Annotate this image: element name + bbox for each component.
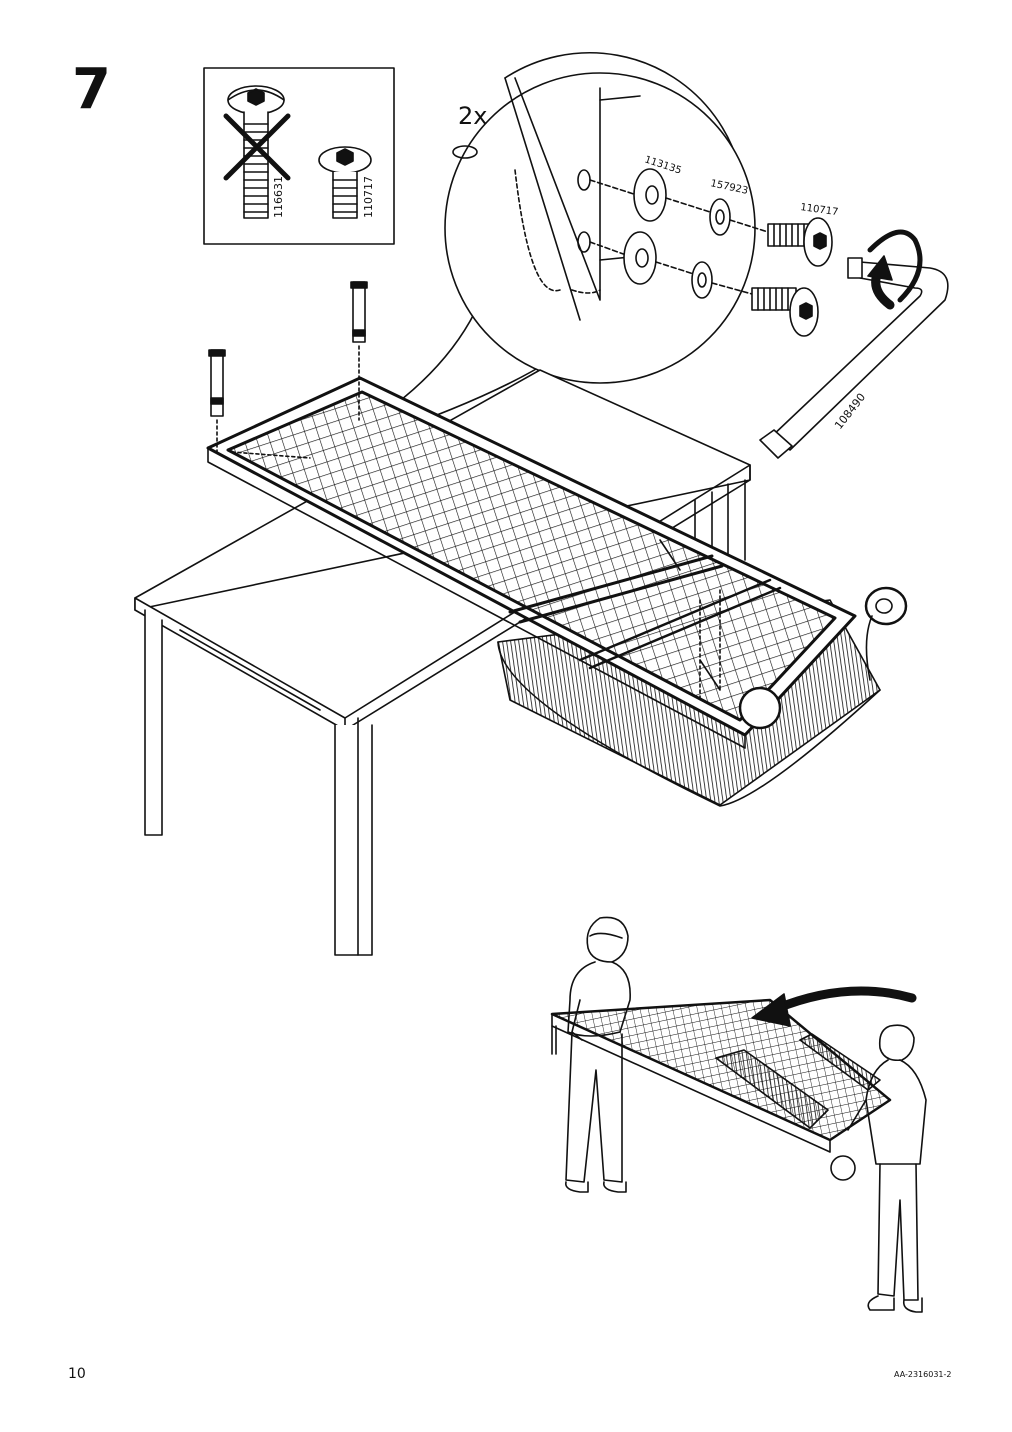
crossed-screw-icon <box>223 85 291 219</box>
crossed-part-code: 116631 <box>272 176 285 218</box>
rotate-arrow-icon <box>867 229 923 310</box>
quantity-label: 2x <box>458 102 487 130</box>
washer-icon <box>623 168 667 285</box>
curved-arrow-icon <box>751 986 917 1027</box>
detail-callout <box>299 52 833 463</box>
people-carrying-illustration <box>550 916 927 1313</box>
correct-part-code: 110717 <box>362 176 375 218</box>
page-number: 10 <box>68 1366 86 1382</box>
screw-110717-icon <box>318 146 372 219</box>
allen-key-icon <box>759 257 949 459</box>
document-code: AA-2316031-2 <box>894 1370 952 1379</box>
spring-washer-icon <box>691 198 731 299</box>
bolt-icon <box>751 217 833 337</box>
bolt-code: 110717 <box>800 202 839 218</box>
leg-pins-icon <box>208 281 368 459</box>
bench-frame-illustration <box>206 376 908 807</box>
step-number: 7 <box>72 57 111 122</box>
parts-box <box>203 67 395 245</box>
